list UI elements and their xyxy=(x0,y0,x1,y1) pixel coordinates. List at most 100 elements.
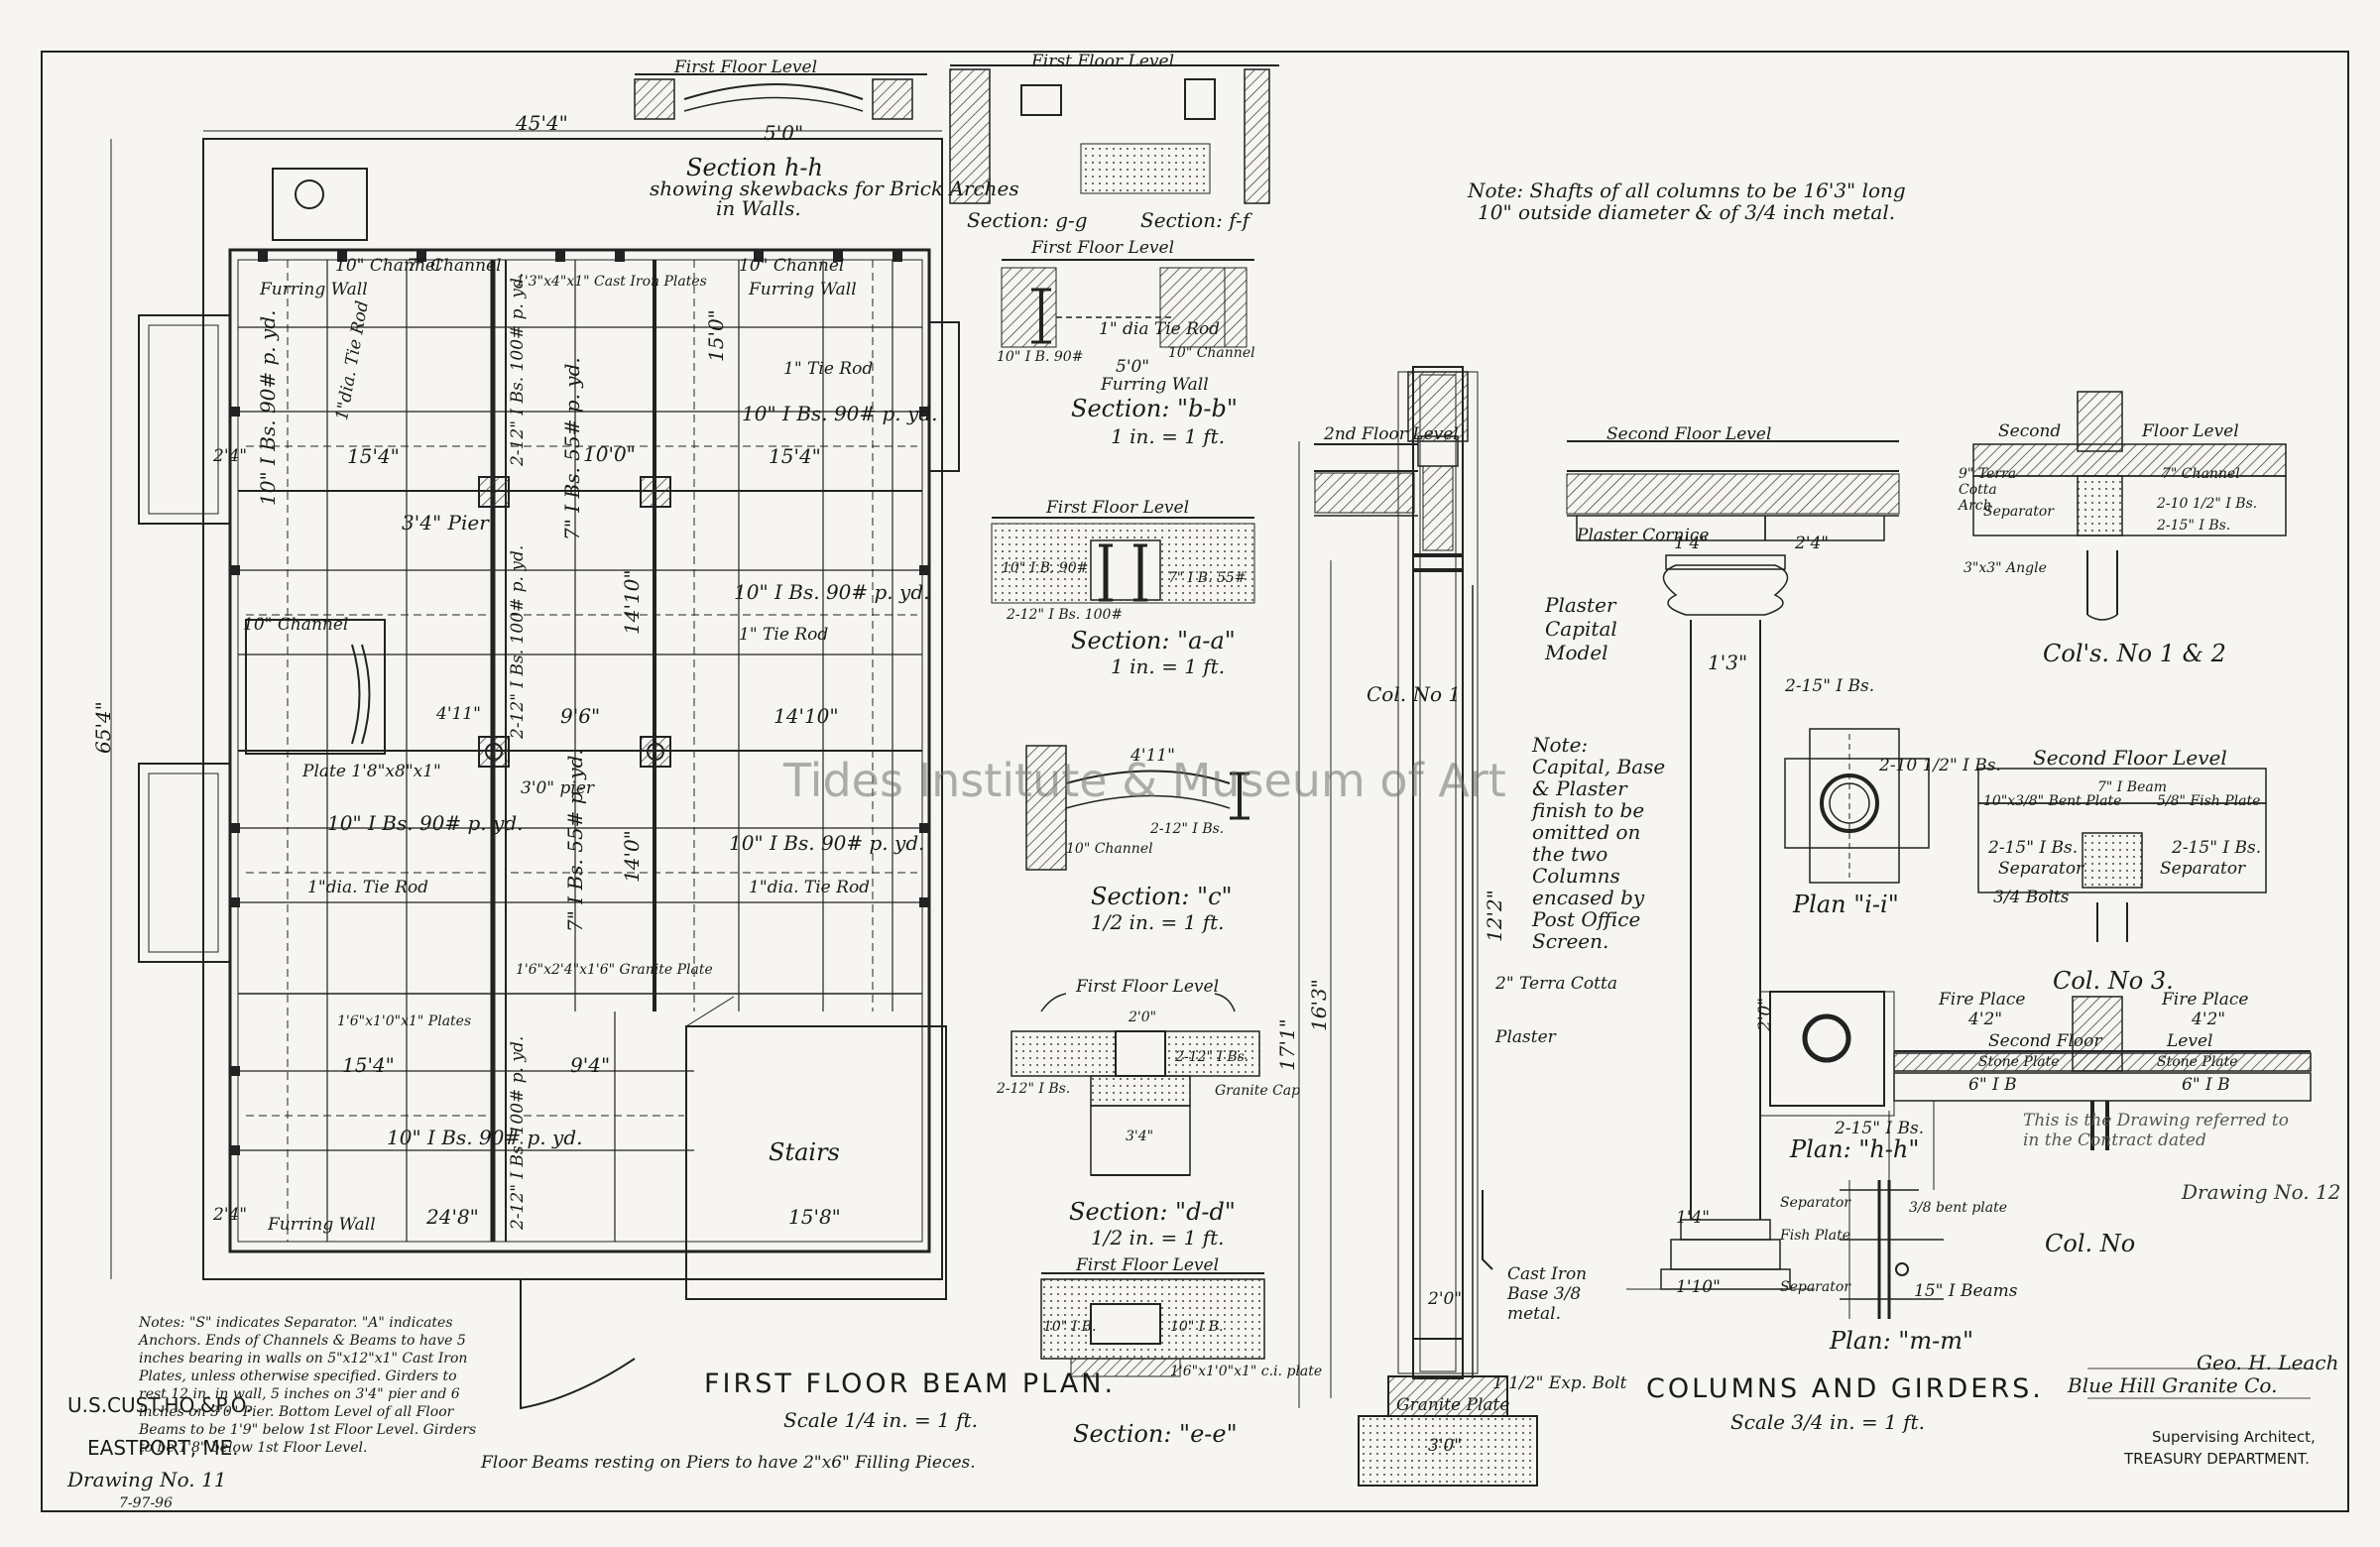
label-tie-rod-dia-c: 1"dia. Tie Rod xyxy=(749,878,871,897)
section-ee-drawing xyxy=(1041,1273,1264,1376)
section-bb-level: First Floor Level xyxy=(1031,238,1175,258)
fp-stone-right: Stone Plate xyxy=(2157,1054,2238,1070)
section-hh-title: Section h-h xyxy=(686,154,823,181)
col3-sep-right: Separator xyxy=(2160,859,2246,879)
dim-12-2: 12'2" xyxy=(1483,890,1506,942)
section-bb-title: Section: "b-b" xyxy=(1071,395,1238,422)
exp-bolt: 1 1/2" Exp. Bolt xyxy=(1492,1373,1627,1393)
dim-3-0: 3'0" xyxy=(1428,1436,1463,1456)
section-hh-sub-1: showing skewbacks for Brick Arches xyxy=(650,177,1019,200)
label-tie-rod-1-b: 1" Tie Rod xyxy=(739,625,829,645)
fp-second: Second Floor xyxy=(1988,1031,2102,1051)
cols12-beams2: 2-15" I Bs. xyxy=(2157,518,2231,534)
col3-sep-left: Separator xyxy=(1998,859,2084,879)
cols12-second: Second xyxy=(1998,421,2062,441)
signature-1: Blue Hill Granite Co. xyxy=(2068,1373,2278,1397)
label-tie-rod-dia-b: 1"dia. Tie Rod xyxy=(307,878,429,897)
beam-plan-footer-note: Floor Beams resting on Piers to have 2"x… xyxy=(481,1453,976,1473)
dim-14-10: 14'10" xyxy=(774,704,839,728)
section-aa-beam3: 2-12" I Bs. 100# xyxy=(1007,607,1124,623)
dim-1-10: 1'10" xyxy=(1676,1277,1721,1297)
dim-1-3: 1'3" xyxy=(1708,651,1748,674)
section-c-title: Section: "c" xyxy=(1091,883,1233,910)
section-dd-scale: 1/2 in. = 1 ft. xyxy=(1091,1226,1225,1250)
columns-scale: Scale 3/4 in. = 1 ft. xyxy=(1730,1410,1925,1434)
col3-title: Col. No 3. xyxy=(2053,967,2174,995)
signature-2: Geo. H. Leach xyxy=(2197,1351,2339,1374)
label-plate-1: Plate 1'8"x8"x1" xyxy=(302,762,441,781)
col-no1-label: Col. No 1 xyxy=(1367,682,1462,706)
second-floor-level: Second Floor Level xyxy=(1606,424,1772,444)
label-channel-10-right: 10" Channel xyxy=(739,256,845,276)
section-aa-drawing xyxy=(992,518,1254,603)
section-c-drawing xyxy=(1026,746,1250,870)
label-beams-7-55-a: 7" I Bs. 55# p. yd. xyxy=(560,357,584,540)
label-pier-30: 3'0" pier xyxy=(521,778,595,798)
section-aa-beam1: 10" I B. 90# xyxy=(1002,560,1089,576)
plan-ii-drawing xyxy=(1785,729,1929,883)
beam-plan-title: FIRST FLOOR BEAM PLAN. xyxy=(704,1368,1117,1399)
beam-plan-scale: Scale 1/4 in. = 1 ft. xyxy=(783,1408,978,1432)
section-bb-furring: Furring Wall xyxy=(1101,375,1209,395)
section-bb-scale: 1 in. = 1 ft. xyxy=(1111,424,1226,448)
plan-hh-dim: 2'0" xyxy=(1755,997,1775,1031)
section-ff-level: First Floor Level xyxy=(1031,52,1175,71)
title-date-stamp: 7-97-96 xyxy=(119,1495,173,1511)
section-aa-level: First Floor Level xyxy=(1046,498,1190,518)
label-beams-10-90-f: 10" I Bs. 90# p. yd. xyxy=(387,1126,583,1149)
section-ff-title: Section: f-f xyxy=(1140,208,1250,232)
label-beams-10-90-a: 10" I Bs. 90# p. yd. xyxy=(256,309,280,506)
section-ee-plate: 1'6"x1'0"x1" c.i. plate xyxy=(1170,1364,1323,1379)
col3-fish-plate: 5/8" Fish Plate xyxy=(2157,793,2261,809)
plan-mm-drawing xyxy=(1840,1180,1944,1319)
section-aa-title: Section: "a-a" xyxy=(1071,627,1236,654)
dim-15-0: 15'0" xyxy=(704,309,728,362)
fireplace-col3-drawing xyxy=(1894,997,2311,1190)
plan-mm-title: Plan: "m-m" xyxy=(1830,1327,1974,1355)
section-hh-dim: 5'0" xyxy=(764,121,804,145)
section-bb-tie: 1" dia Tie Rod xyxy=(1099,319,1221,339)
plan-mm-sep: Separator xyxy=(1780,1195,1850,1211)
col3-second-floor: Second Floor Level xyxy=(2033,746,2227,770)
fire-place-left: Fire Place xyxy=(1939,990,2026,1010)
stamp-col-no: Col. No xyxy=(2045,1230,2136,1257)
dim-15-4-c: 15'4" xyxy=(342,1053,395,1077)
dim-16-3: 16'3" xyxy=(1307,979,1331,1031)
beam-plan-notes: Notes: "S" indicates Separator. "A" indi… xyxy=(139,1315,477,1456)
label-beams-12-100-c: 2-12" I Bs. 100# p. yd. xyxy=(508,1035,528,1230)
second-floor-girders-drawing xyxy=(1567,441,1899,1289)
dim-2-0: 2'0" xyxy=(1428,1289,1463,1309)
section-dd-title: Section: "d-d" xyxy=(1069,1198,1236,1226)
label-beams-7-55-b: 7" I Bs. 55# p. yd. xyxy=(563,749,587,932)
plan-mm-bent: 3/8 bent plate xyxy=(1909,1200,2008,1216)
overall-width-dim: 45'4" xyxy=(516,111,568,135)
stamp-line-1: This is the Drawing referred to xyxy=(2023,1111,2289,1130)
plan-mm-fish: Fish Plate xyxy=(1780,1228,1850,1244)
section-ee-title: Section: "e-e" xyxy=(1073,1420,1238,1448)
dim-1-4-bottom: 1'4" xyxy=(1676,1208,1711,1228)
section-bb-dim: 5'0" xyxy=(1116,357,1150,377)
label-furring-wall-right: Furring Wall xyxy=(749,280,857,299)
col3-beams-left: 2-15" I Bs. xyxy=(1988,838,2079,858)
columns-note-2: 10" outside diameter & of 3/4 inch metal… xyxy=(1478,200,1896,224)
section-aa-beam2: 7" I B. 55# xyxy=(1168,570,1247,586)
cols12-channel: 7" Channel xyxy=(2162,466,2240,482)
columns-title: COLUMNS AND GIRDERS. xyxy=(1646,1373,2044,1404)
label-beams-10-90-d: 10" I Bs. 90# p. yd. xyxy=(327,811,524,835)
section-dd-drawing xyxy=(1012,994,1259,1175)
section-gg-title: Section: g-g xyxy=(967,208,1088,232)
label-beams-12-100-a: 2-12" I Bs. 100# p. yd. xyxy=(508,272,528,466)
col3-second-floor-drawing xyxy=(1978,769,2266,942)
label-furring-wall-left: Furring Wall xyxy=(260,280,368,299)
col1-floor-level: 2nd Floor Level xyxy=(1324,424,1459,444)
col3-beams-right: 2-15" I Bs. xyxy=(2172,838,2262,858)
fp-beam-left: 6" I B xyxy=(1968,1075,2017,1095)
cols12-angle: 3"x3" Angle xyxy=(1964,560,2047,576)
label-pier-34: 3'4" Pier xyxy=(402,511,489,535)
plan-ii-title: Plan "i-i" xyxy=(1793,891,1899,918)
section-bb-drawing xyxy=(1002,260,1254,347)
cols-1-2-drawing xyxy=(1973,392,2286,620)
section-dd-dim2: 2'0" xyxy=(1129,1010,1157,1025)
section-hh-drawing xyxy=(635,74,927,139)
cols12-title: Col's. No 1 & 2 xyxy=(2043,640,2226,667)
